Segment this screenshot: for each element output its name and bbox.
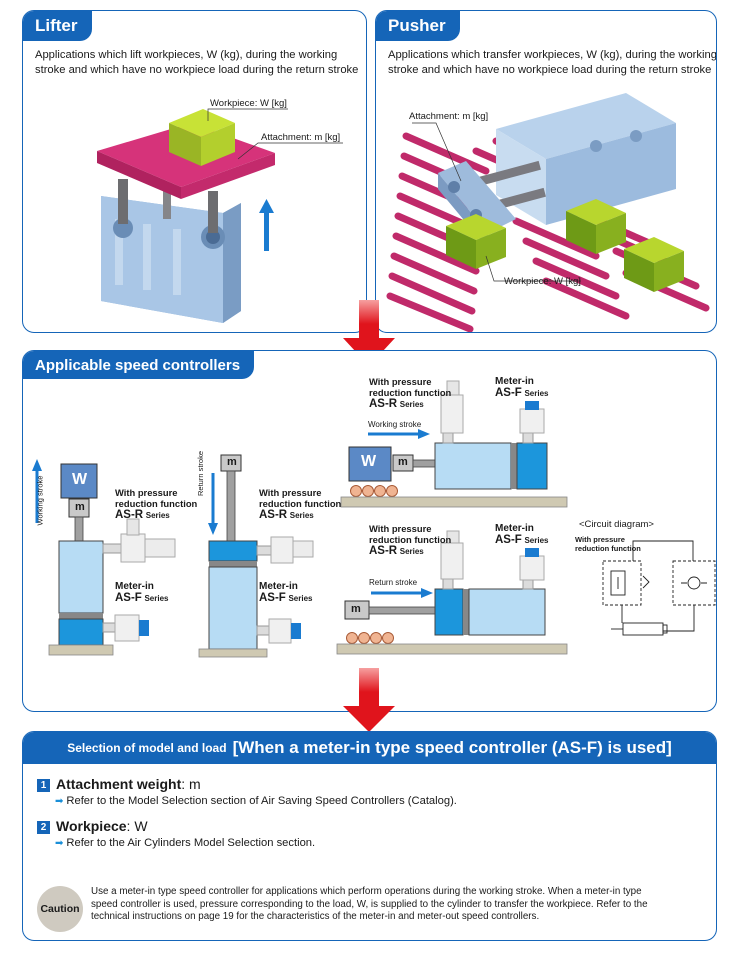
item-1-number: 1	[37, 779, 50, 792]
lifter-illustration	[97, 108, 343, 323]
m-box-label-a: m	[75, 501, 85, 513]
circuit-diagram-title: <Circuit diagram>	[579, 519, 654, 530]
as-r-label-b: With pressure reduction function AS-R Se…	[259, 487, 342, 521]
pusher-description: Applications which transfer workpieces, …	[388, 49, 717, 76]
as-f-label-c: Meter-in AS-F Series	[495, 376, 549, 399]
item-2-reference: ➡Refer to the Air Cylinders Model Select…	[55, 837, 316, 849]
as-f-label-b: Meter-in AS-F Series	[259, 581, 313, 604]
lifter-workpiece-label: Workpiece: W [kg]	[210, 98, 287, 109]
pusher-workpiece-label: Workpiece: W [kg]	[504, 276, 581, 287]
speed-controllers-title: Applicable speed controllers	[23, 351, 255, 379]
as-f-label-d: Meter-in AS-F Series	[495, 523, 549, 546]
w-box-label-a: W	[72, 471, 88, 488]
speed-controllers-diagrams	[32, 380, 716, 658]
arrow-right-icon: ➡	[55, 796, 64, 807]
m-box-label-b: m	[227, 456, 237, 468]
pusher-illustration	[386, 93, 710, 332]
w-box-label-c: W	[361, 453, 377, 470]
lifter-panel: Lifter Applications which lift workpiece…	[22, 10, 367, 333]
m-box-label-d: m	[351, 603, 361, 615]
selection-header: Selection of model and load [When a mete…	[23, 732, 716, 764]
item-1-reference: ➡Refer to the Model Selection section of…	[55, 795, 457, 807]
caution-text: Use a meter-in type speed controller for…	[91, 886, 648, 922]
working-stroke-label-a: Working stroke	[35, 475, 45, 526]
pusher-panel: Pusher Applications which transfer workp…	[375, 10, 717, 333]
selection-header-big: [When a meter-in type speed controller (…	[232, 738, 672, 757]
working-stroke-label-c: Working stroke	[368, 420, 422, 429]
as-r-label-c: With pressure reduction function AS-R Se…	[369, 376, 452, 410]
speed-controllers-panel: Applicable speed controllers	[22, 350, 717, 712]
arrow-right-icon: ➡	[55, 838, 64, 849]
return-stroke-label-d: Return stroke	[369, 578, 418, 587]
lifter-title: Lifter	[23, 11, 92, 41]
lifter-attachment-label: Attachment: m [kg]	[261, 132, 341, 143]
lifter-description: Applications which lift workpieces, W (k…	[35, 49, 359, 76]
pusher-title: Pusher	[376, 11, 460, 41]
return-stroke-label-b: Return stroke	[196, 450, 206, 497]
pusher-attachment-label: Attachment: m [kg]	[409, 111, 489, 122]
selection-panel: Selection of model and load [When a mete…	[22, 731, 717, 941]
m-box-label-c: m	[398, 456, 408, 468]
caution-badge: Caution	[37, 886, 83, 932]
flow-arrow-down-2	[343, 668, 395, 732]
item-2-number: 2	[37, 821, 50, 834]
selection-header-small: Selection of model and load	[67, 741, 227, 755]
as-r-label-a: With pressure reduction function AS-R Se…	[115, 487, 198, 521]
circuit-diagram-subtitle: With pressure reduction function	[575, 535, 641, 553]
as-f-label-a: Meter-in AS-F Series	[115, 581, 169, 604]
as-r-label-d: With pressure reduction function AS-R Se…	[369, 523, 452, 557]
